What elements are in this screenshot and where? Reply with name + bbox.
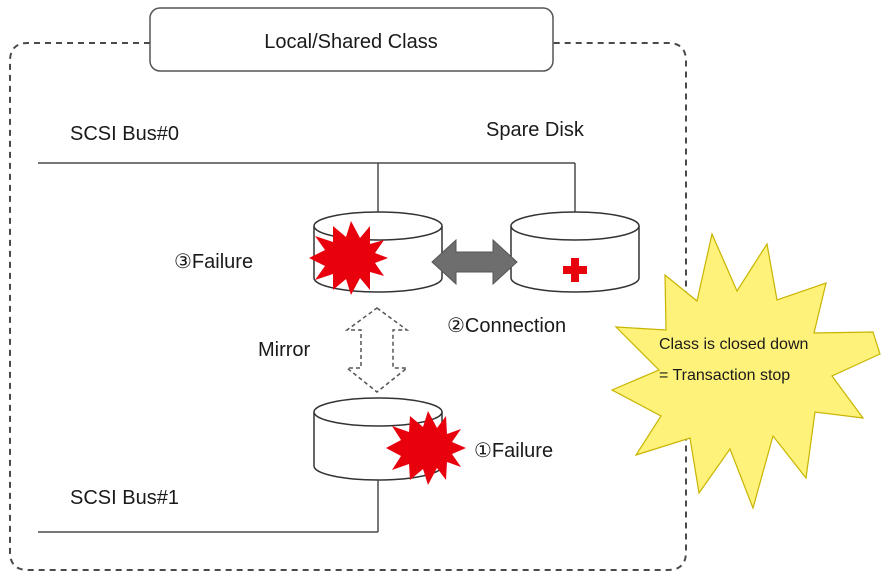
spare-disk-label: Spare Disk bbox=[486, 119, 585, 141]
class-boundary bbox=[9, 42, 687, 571]
callout-burst-icon bbox=[610, 232, 881, 510]
callout-line1: Class is closed down bbox=[659, 336, 808, 353]
bus1-label: SCSI Bus#1 bbox=[70, 487, 179, 509]
class-title-box: Local/Shared Class bbox=[149, 7, 554, 72]
failure-burst-icon-primary bbox=[309, 221, 388, 295]
callout-line2: = Transaction stop bbox=[659, 367, 790, 384]
spare-plus-icon bbox=[563, 258, 587, 282]
mirror-label: Mirror bbox=[258, 339, 311, 361]
mirror-arrow-icon bbox=[344, 307, 410, 393]
class-title: Local/Shared Class bbox=[264, 31, 437, 53]
spare-disk bbox=[510, 211, 640, 293]
bus0-label: SCSI Bus#0 bbox=[70, 123, 179, 145]
failure3-label: ③Failure bbox=[174, 251, 253, 273]
failure-burst-icon-mirror bbox=[386, 411, 466, 485]
failure1-label: ①Failure bbox=[474, 440, 553, 462]
connection-arrow-icon bbox=[431, 238, 518, 286]
connection-label: ②Connection bbox=[447, 315, 566, 337]
